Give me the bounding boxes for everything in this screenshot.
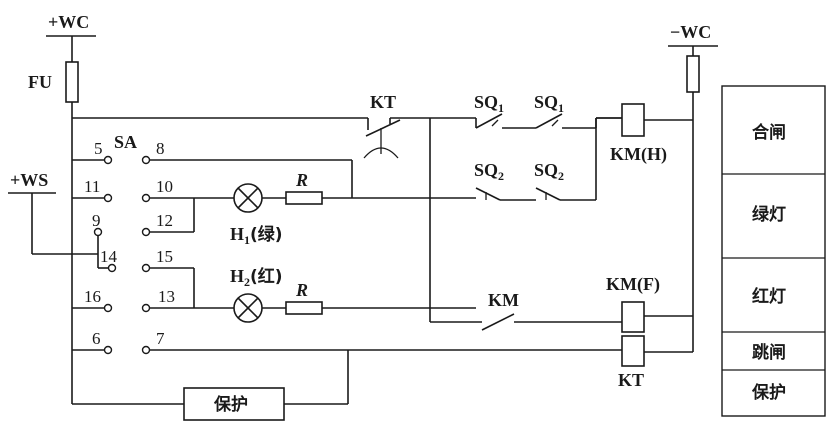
pos-ws-bus: +WS — [8, 170, 98, 255]
sq1-contacts: SQ1 SQ1 — [474, 92, 597, 129]
terminal-11 — [103, 193, 113, 203]
fuse-body — [65, 61, 79, 103]
terminal-label-16: 16 — [84, 287, 101, 306]
legend-close: 合闸 — [752, 122, 786, 143]
legend-red-lamp: 红灯 — [752, 286, 786, 307]
protection-label: 保护 — [213, 394, 248, 415]
sa-label: SA — [114, 132, 137, 152]
terminal-16 — [103, 303, 113, 313]
fuse-label: FU — [28, 72, 52, 92]
km-f-label: KM(F) — [606, 274, 660, 295]
terminal-5 — [103, 155, 113, 165]
terminal-13 — [141, 303, 151, 313]
sa-output-wires — [150, 159, 622, 351]
km-contact: KM — [429, 290, 622, 331]
terminal-label-8: 8 — [156, 139, 165, 158]
km-h-coil-body — [621, 103, 645, 137]
terminal-label-12: 12 — [156, 211, 173, 230]
coil-km-h: KM(H) — [596, 103, 693, 165]
kt-coil-body — [621, 335, 645, 367]
lamp-h2-label: H2(红) — [230, 266, 283, 289]
terminal-6 — [103, 345, 113, 355]
terminal-label-7: 7 — [156, 329, 165, 348]
legend-protection: 保护 — [751, 382, 786, 403]
resistor-r2 — [285, 301, 323, 315]
km-h-label: KM(H) — [610, 144, 667, 165]
neg-wc-bus: −WC — [668, 22, 718, 352]
terminal-label-13: 13 — [158, 287, 175, 306]
terminal-12 — [141, 227, 151, 237]
protection-block: 保护 — [72, 350, 349, 421]
coil-kt: KT — [618, 335, 693, 390]
resistor-r2-label: R — [295, 280, 308, 300]
function-legend-panel: 合闸 绿灯 红灯 跳闸 保护 — [721, 85, 826, 417]
pos-ws-label: +WS — [10, 170, 48, 190]
neg-fuse-body — [686, 55, 700, 93]
sq2-a-label: SQ2 — [474, 160, 504, 183]
terminal-label-11: 11 — [84, 177, 100, 196]
terminal-label-10: 10 — [156, 177, 173, 196]
terminal-label-9: 9 — [92, 211, 101, 230]
kt-coil-label: KT — [618, 370, 644, 390]
sq1-b-label: SQ1 — [534, 92, 564, 115]
terminal-7 — [141, 345, 151, 355]
lamp-h2-branch: H2(红) R — [230, 266, 476, 323]
terminal-label-14: 14 — [100, 247, 118, 266]
pos-wc-label: +WC — [48, 12, 89, 32]
terminal-10 — [141, 193, 151, 203]
sq2-contacts: SQ2 SQ2 — [474, 118, 597, 201]
lamp-h1-label: H1(绿) — [230, 224, 283, 247]
pos-wc-bus: +WC — [46, 12, 96, 62]
terminal-label-15: 15 — [156, 247, 173, 266]
legend-trip: 跳闸 — [752, 342, 786, 363]
fuse-fu: FU — [28, 61, 79, 404]
sq1-a-label: SQ1 — [474, 92, 504, 115]
resistor-r1 — [285, 191, 323, 205]
km-f-coil-body — [621, 301, 645, 333]
sq2-b-label: SQ2 — [534, 160, 564, 183]
terminal-label-5: 5 — [94, 139, 103, 158]
legend-green-lamp: 绿灯 — [752, 204, 786, 225]
kt-contact: KT — [363, 92, 401, 159]
terminal-14 — [107, 263, 117, 273]
terminal-9 — [93, 227, 103, 237]
neg-wc-label: −WC — [670, 22, 711, 42]
terminal-15 — [141, 263, 151, 273]
terminal-label-6: 6 — [92, 329, 101, 348]
resistor-r1-label: R — [295, 170, 308, 190]
terminal-8 — [141, 155, 151, 165]
km-contact-label: KM — [488, 290, 519, 310]
lamp-h1-branch: H1(绿) R — [230, 170, 476, 247]
sa-switch: SA 5 8 11 10 9 12 14 15 16 13 6 7 — [72, 132, 175, 355]
coil-km-f: KM(F) — [606, 274, 693, 333]
kt-contact-label: KT — [370, 92, 396, 112]
